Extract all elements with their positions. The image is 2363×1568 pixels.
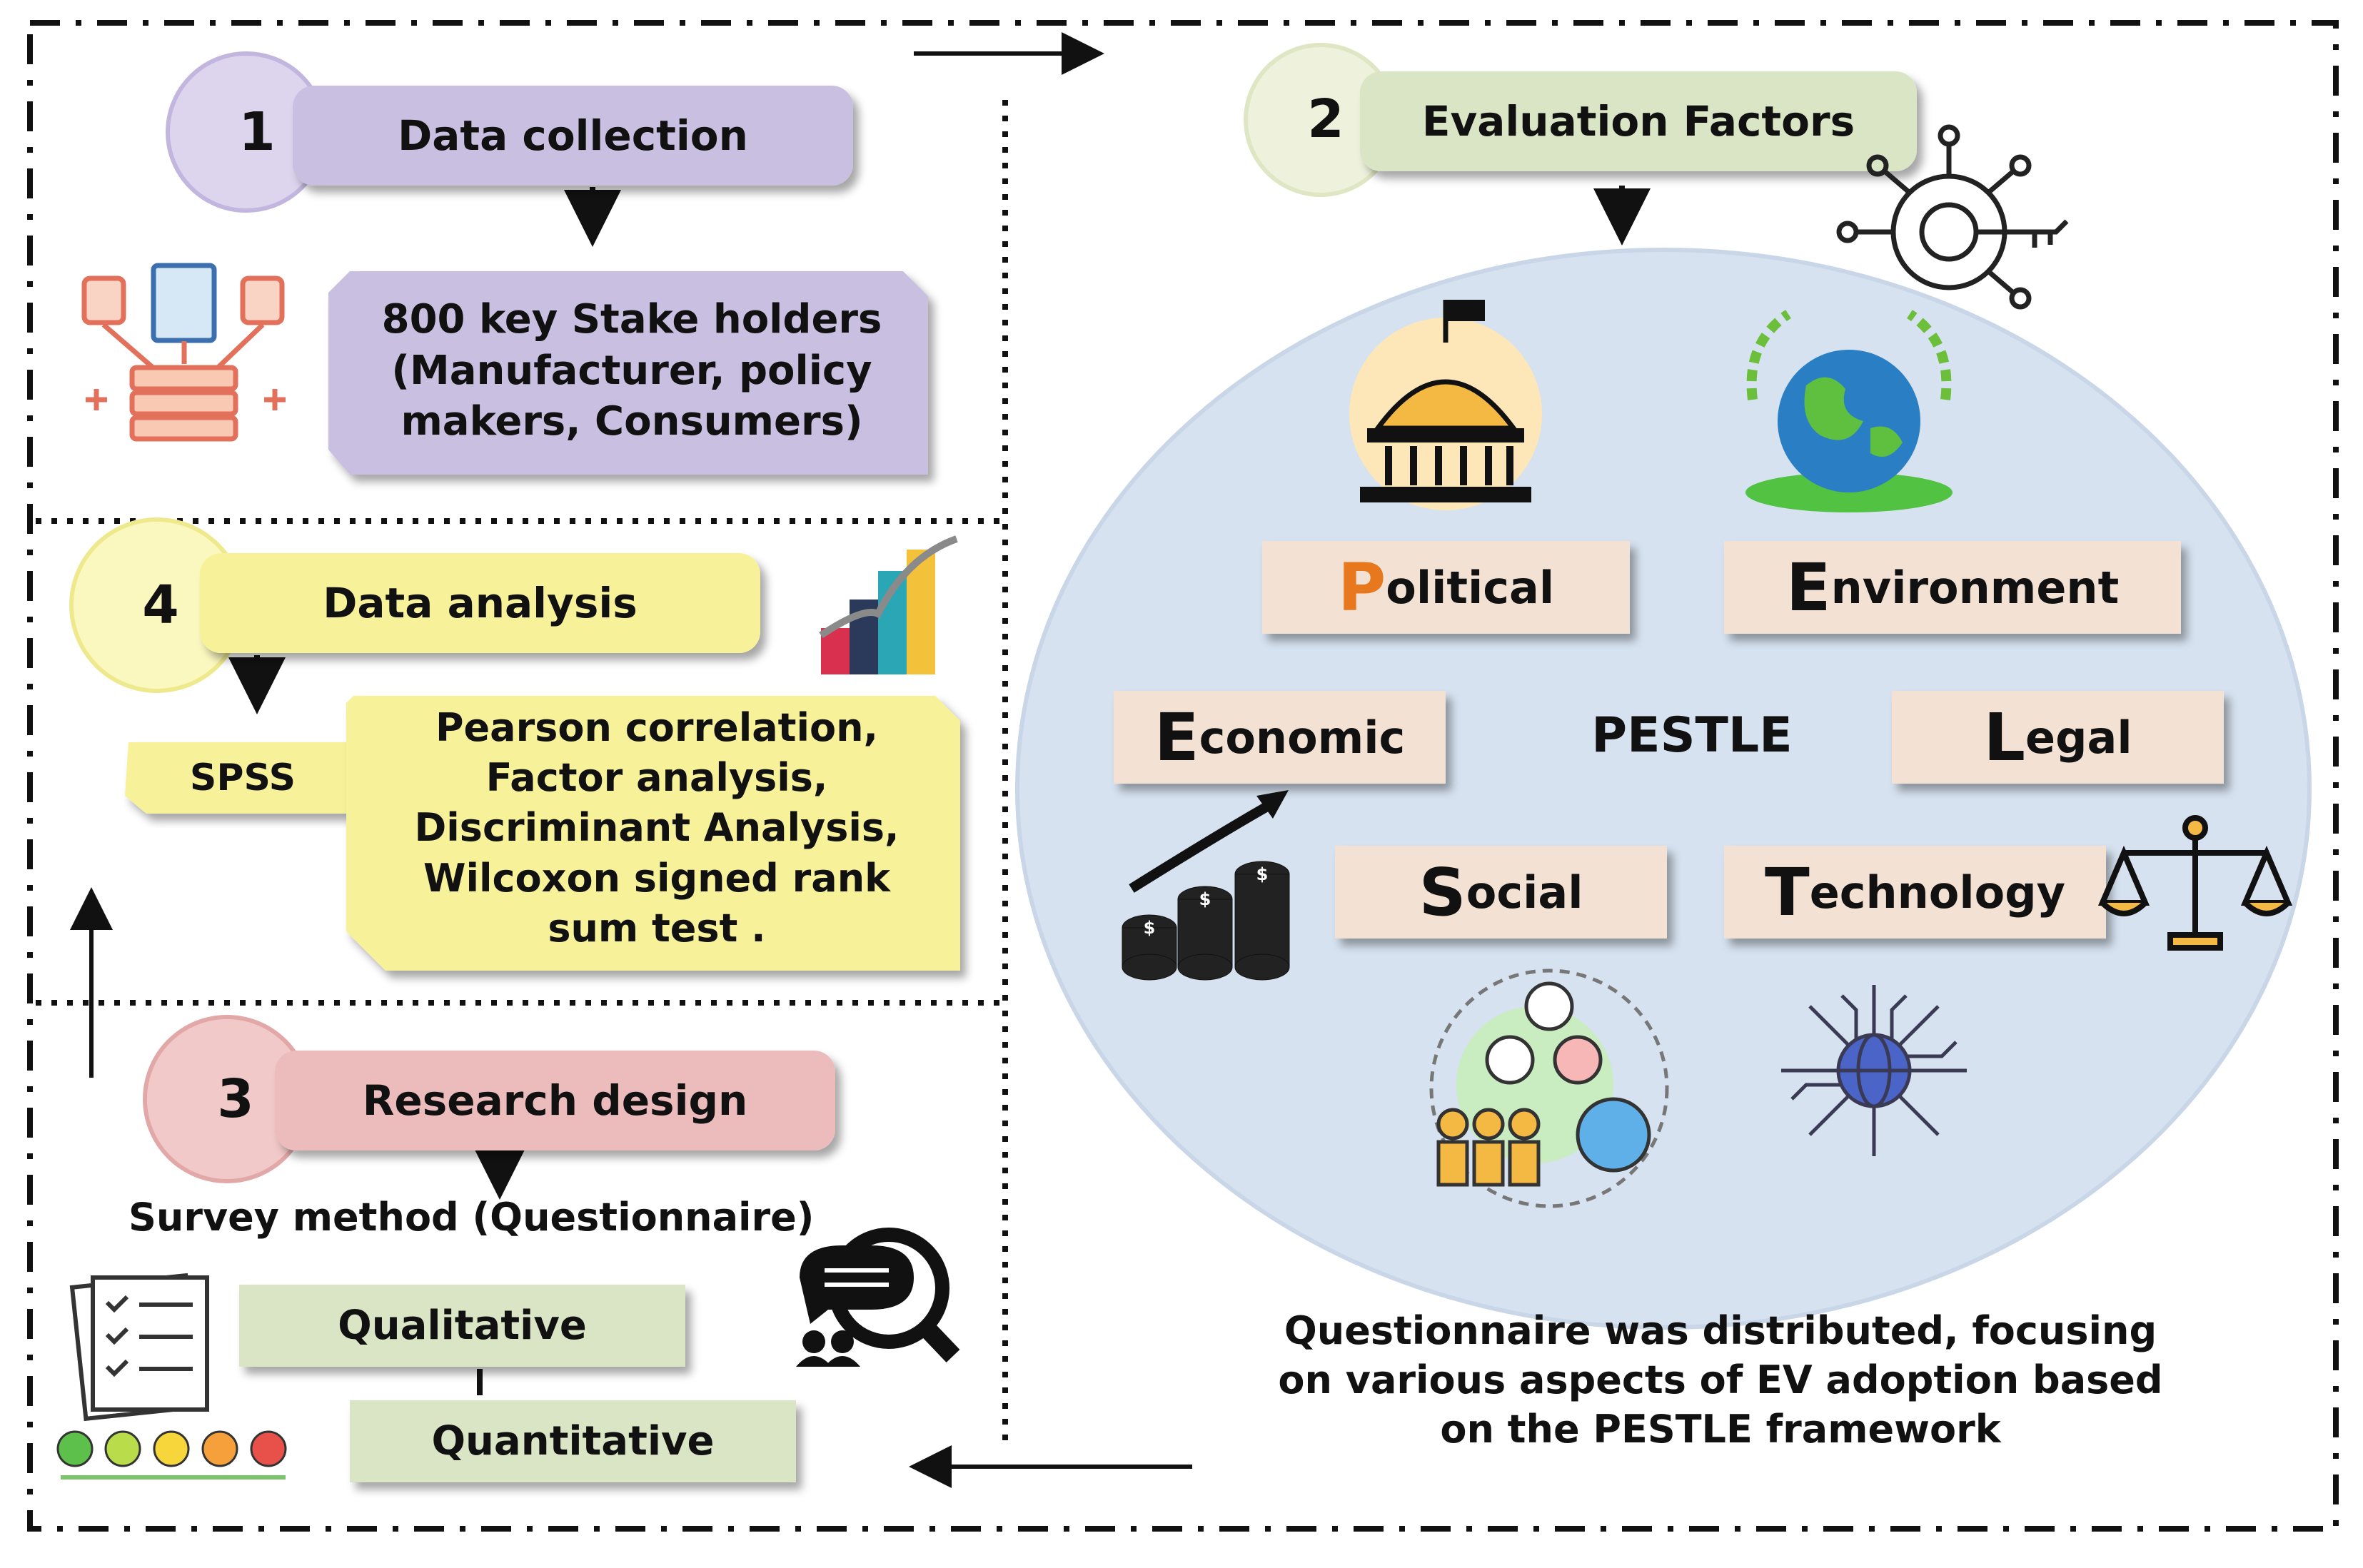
legal-box bbox=[1892, 691, 2224, 784]
stakeholder-line-1: 800 key Stake holders bbox=[381, 296, 882, 343]
technology-initial: T bbox=[1764, 854, 1810, 931]
technology-box bbox=[1724, 846, 2106, 939]
step4-pill bbox=[200, 553, 760, 653]
step4-title: Data analysis bbox=[323, 579, 638, 627]
stakeholder-box bbox=[328, 271, 928, 475]
stakeholder-network-icon bbox=[81, 263, 286, 442]
step3-pill bbox=[275, 1051, 835, 1150]
analysis-methods: Pearson correlation, Factor analysis, Di… bbox=[353, 703, 960, 954]
stakeholder-line-2: (Manufacturer, policy bbox=[391, 347, 872, 394]
step1-title: Data collection bbox=[398, 111, 748, 160]
method-line-3: Discriminant Analysis, bbox=[414, 805, 900, 851]
analytics-chart-icon bbox=[819, 535, 958, 674]
qualitative-label: Qualitative bbox=[338, 1303, 587, 1349]
spss-box bbox=[125, 742, 357, 814]
step1-number: 1 bbox=[238, 101, 276, 163]
step3-number: 3 bbox=[217, 1068, 254, 1130]
political-initial: P bbox=[1337, 549, 1386, 626]
quantitative-box bbox=[350, 1400, 796, 1482]
gear-key-icon bbox=[1836, 124, 2069, 310]
svg-text:$: $ bbox=[1144, 918, 1156, 938]
social-initial: S bbox=[1419, 854, 1466, 931]
circuit-globe-icon bbox=[1781, 985, 1967, 1156]
environment-rest: nvironment bbox=[1830, 561, 2120, 614]
pestle-ellipse bbox=[1015, 248, 2312, 1330]
technology-rest: echnology bbox=[1809, 866, 2066, 919]
questionnaire-note: Questionnaire was distributed, focusing … bbox=[1214, 1306, 2227, 1454]
community-sustainability-icon bbox=[1429, 968, 1669, 1208]
spss-label: SPSS bbox=[189, 757, 296, 799]
qualitative-box bbox=[239, 1285, 685, 1367]
step2-pill bbox=[1360, 71, 1917, 171]
svg-text:$: $ bbox=[1256, 864, 1269, 884]
survey-search-icon bbox=[796, 1228, 960, 1367]
stakeholder-text: 800 key Stake holders (Manufacturer, pol… bbox=[336, 294, 928, 447]
quantitative-label: Quantitative bbox=[431, 1418, 715, 1465]
checklist-icon bbox=[69, 1273, 209, 1422]
economic-rest: conomic bbox=[1199, 711, 1406, 764]
emoji-rating-icon bbox=[56, 1430, 287, 1480]
environment-initial: E bbox=[1785, 549, 1831, 626]
note-line-2: on various aspects of EV adoption based bbox=[1278, 1357, 2163, 1403]
methods-box bbox=[346, 696, 960, 971]
survey-method: Survey method (Questionnaire) bbox=[129, 1194, 815, 1240]
political-rest: olitical bbox=[1386, 561, 1555, 614]
note-line-1: Questionnaire was distributed, focusing bbox=[1284, 1308, 2157, 1353]
globe-laurel-icon bbox=[1745, 310, 1953, 512]
coins-growth-icon: $ $ $ bbox=[1122, 790, 1290, 981]
legal-rest: egal bbox=[2025, 711, 2132, 764]
step4-number: 4 bbox=[142, 575, 179, 636]
method-line-4: Wilcoxon signed rank bbox=[423, 855, 891, 901]
government-building-icon bbox=[1349, 300, 1542, 510]
step2-number: 2 bbox=[1307, 88, 1344, 150]
political-box bbox=[1262, 541, 1630, 634]
stakeholder-line-3: makers, Consumers) bbox=[400, 398, 863, 445]
step2-title: Evaluation Factors bbox=[1421, 97, 1855, 146]
economic-initial: E bbox=[1154, 699, 1199, 776]
method-line-5: sum test . bbox=[548, 905, 766, 951]
economic-box bbox=[1114, 691, 1446, 784]
step1-pill bbox=[293, 86, 853, 186]
method-line-1: Pearson correlation, bbox=[435, 705, 879, 750]
step3-title: Research design bbox=[362, 1076, 748, 1125]
method-line-2: Factor analysis, bbox=[485, 755, 828, 801]
social-box bbox=[1335, 846, 1667, 939]
svg-text:$: $ bbox=[1199, 889, 1211, 909]
pestle-center-label: PESTLE bbox=[1591, 707, 1793, 764]
note-line-3: on the PESTLE framework bbox=[1440, 1407, 2001, 1452]
scales-of-justice-icon bbox=[2097, 815, 2293, 951]
social-rest: ocial bbox=[1466, 866, 1583, 919]
legal-initial: L bbox=[1983, 699, 2026, 776]
environment-box bbox=[1724, 541, 2181, 634]
outer-frame bbox=[27, 20, 2339, 1532]
